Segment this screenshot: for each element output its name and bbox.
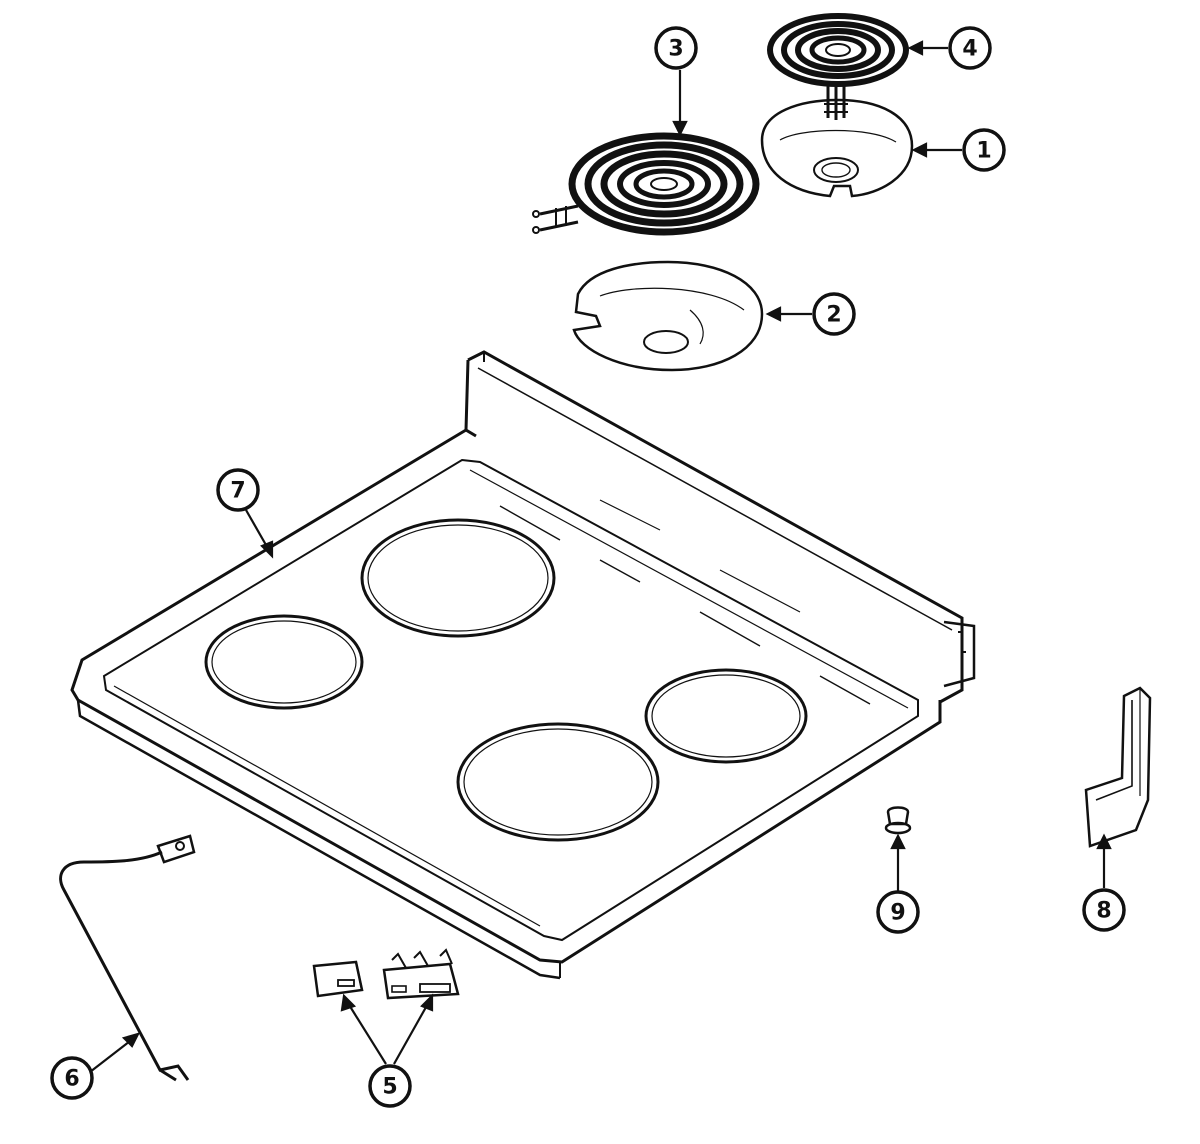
callout-3: 3 <box>654 26 698 70</box>
callout-4: 4 <box>948 26 992 70</box>
callout-1-label: 1 <box>976 139 991 164</box>
drip-bowl-small <box>760 98 914 198</box>
leader-lines <box>89 40 1112 1073</box>
opening-rear-right <box>644 668 808 764</box>
callout-6-label: 6 <box>64 1067 79 1092</box>
ground-wire <box>59 834 196 1082</box>
surface-element-large <box>532 132 760 236</box>
callout-8-label: 8 <box>1096 899 1111 924</box>
opening-rear-left <box>360 518 556 638</box>
callout-8: 8 <box>1082 888 1126 932</box>
side-trim <box>1084 686 1152 848</box>
callout-9-label: 9 <box>890 901 905 926</box>
element-openings <box>204 518 808 842</box>
terminal-block-clips <box>312 948 460 1000</box>
callout-1: 1 <box>962 128 1006 172</box>
drip-bowl-large <box>572 260 764 372</box>
opening-front-left <box>204 614 364 710</box>
callout-2: 2 <box>812 292 856 336</box>
surface-element-small <box>767 13 909 120</box>
callout-7-label: 7 <box>230 479 245 504</box>
plug-button <box>884 806 912 835</box>
main-top <box>70 350 976 980</box>
callout-4-label: 4 <box>962 37 977 62</box>
callout-6: 6 <box>50 1056 94 1100</box>
callout-9: 9 <box>876 890 920 934</box>
opening-front-right <box>456 722 660 842</box>
callout-7: 7 <box>216 468 260 512</box>
callout-5: 5 <box>368 1064 412 1108</box>
callout-3-label: 3 <box>668 37 683 62</box>
callout-5-label: 5 <box>382 1075 397 1100</box>
callout-2-label: 2 <box>826 303 841 328</box>
